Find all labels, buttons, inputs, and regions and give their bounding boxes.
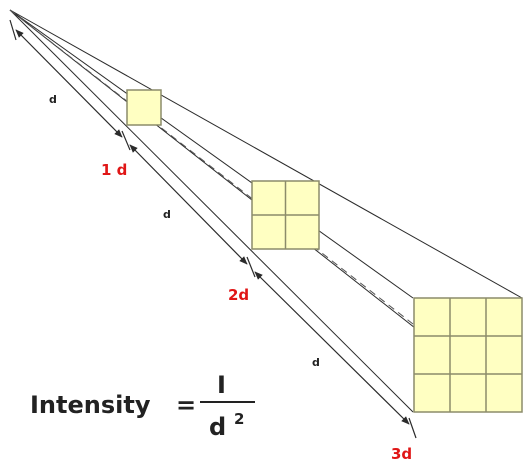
formula-equals: = — [176, 391, 196, 419]
measure-segment-2 — [129, 144, 248, 265]
ray-bottom-edge — [9, 9, 414, 413]
tick-origin — [9, 19, 17, 41]
distance-label-3: d — [312, 356, 320, 369]
illuminated-squares — [126, 89, 523, 413]
square-1 — [126, 89, 162, 126]
intensity-formula: Intensity = I d 2 — [30, 371, 255, 441]
tick-2d — [246, 256, 256, 278]
marker-3d: 3d — [391, 445, 412, 463]
measure-segment-1 — [15, 29, 123, 138]
formula-denominator: d — [209, 413, 226, 441]
ray-top-edge — [9, 9, 523, 299]
ray-middle-edge — [9, 9, 414, 299]
marker-2d: 2d — [228, 286, 249, 304]
distance-measure — [9, 19, 417, 439]
square-3 — [413, 297, 523, 413]
tick-1d — [121, 130, 131, 151]
distance-label-1: d — [49, 93, 57, 106]
tick-3d — [408, 417, 417, 439]
distance-label-2: d — [163, 208, 171, 221]
measure-segment-3 — [254, 271, 410, 425]
formula-numerator: I — [217, 371, 226, 399]
ray-center-dashed — [9, 9, 414, 325]
formula-exponent: 2 — [234, 410, 244, 428]
marker-1d: 1 d — [101, 161, 127, 179]
formula-left: Intensity — [30, 391, 151, 419]
